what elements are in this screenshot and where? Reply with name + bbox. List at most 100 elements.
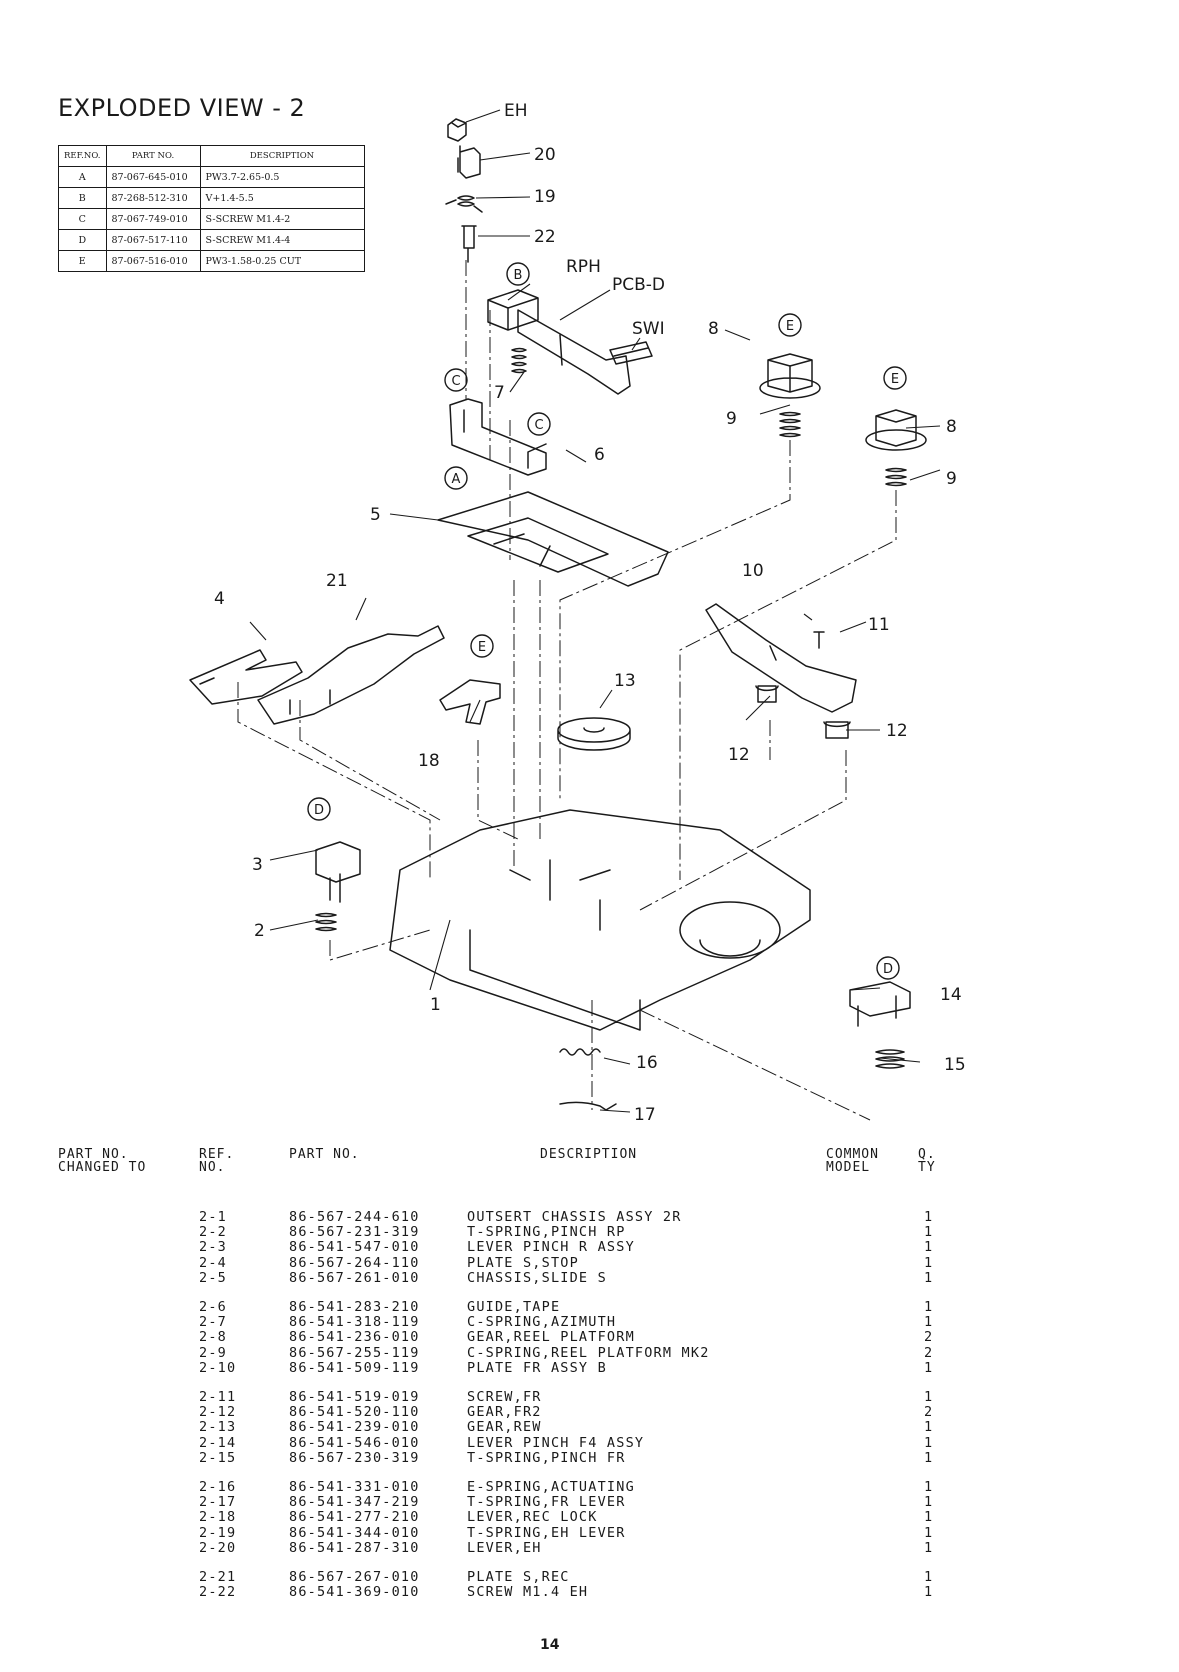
azimuth-spring-part (511, 347, 527, 374)
actuating-spring-part (559, 1048, 601, 1056)
description-cell: T-SPRING,PINCH FR (467, 1449, 626, 1466)
part-no-cell: 86-541-520-110 (289, 1404, 420, 1421)
callout-8-right: 8 (946, 417, 957, 437)
part-no-cell: 86-541-519-019 (289, 1389, 420, 1405)
lever-eh-part (457, 145, 481, 179)
quantity-cell: 1 (924, 1254, 934, 1271)
ref-no-column-header: REF. NO. (199, 1147, 235, 1175)
quantity-cell: 1 (924, 1539, 934, 1556)
quantity-cell: 1 (924, 1389, 934, 1405)
fr-gear-left-part (755, 685, 779, 703)
part-no-column-header: PART NO. (289, 1147, 360, 1162)
part-no-cell: 86-567-267-010 (289, 1569, 420, 1585)
quantity-cell: 1 (924, 1269, 934, 1286)
circled-ref-a: A (452, 472, 461, 487)
callout-12-left: 12 (728, 745, 750, 765)
callout-16: 16 (636, 1053, 658, 1073)
ref-no-cell: 2-12 (199, 1404, 237, 1421)
part-no-cell: 86-541-331-010 (289, 1479, 420, 1495)
description-cell: LEVER,REC LOCK (467, 1509, 598, 1526)
description-cell: PLATE S,REC (467, 1569, 570, 1585)
quantity-cell: 1 (924, 1479, 934, 1495)
pcb-d-part (517, 309, 631, 395)
callout-14: 14 (940, 985, 962, 1005)
description-cell: C-SPRING,AZIMUTH (467, 1314, 617, 1331)
description-column-header: DESCRIPTION (540, 1147, 638, 1162)
circled-ref-e-1: E (786, 319, 794, 334)
quantity-cell: 2 (924, 1344, 934, 1361)
ref-no-cell: 2-9 (199, 1344, 227, 1361)
reel-spring-left-part (779, 411, 801, 438)
callout-8-left: 8 (708, 319, 719, 339)
spring-eh-part (445, 195, 483, 213)
callout-19: 19 (534, 187, 556, 207)
reel-gear-left-part (759, 353, 821, 399)
ref-no-cell: 2-22 (199, 1584, 237, 1601)
callout-21: 21 (326, 571, 348, 591)
page-title: EXPLODED VIEW - 2 (58, 94, 306, 122)
pinch-spring-fr-part (875, 1049, 905, 1069)
ref-no-cell: 2-2 (199, 1224, 227, 1241)
rew-gear-part (557, 717, 631, 751)
description-cell: GEAR,REEL PLATFORM (467, 1329, 635, 1346)
stop-plate-part (189, 649, 303, 705)
callout-15: 15 (944, 1055, 966, 1075)
description-cell: GEAR,FR2 (467, 1404, 542, 1421)
part-no-cell: 86-541-547-010 (289, 1239, 420, 1256)
description-cell: GUIDE,TAPE (467, 1299, 561, 1315)
callout-2: 2 (254, 921, 265, 941)
part-no-cell: 86-541-509-119 (289, 1359, 420, 1376)
quantity-cell: 1 (924, 1239, 934, 1256)
sw1-connector-part (609, 341, 653, 365)
ref-no-cell: 2-8 (199, 1329, 227, 1346)
callout-20: 20 (534, 145, 556, 165)
quantity-cell: 1 (924, 1569, 934, 1585)
ref-no-cell: 2-5 (199, 1269, 227, 1286)
fr-screw-part (813, 631, 825, 649)
circled-ref-e-3: E (478, 640, 486, 655)
callout-22: 22 (534, 227, 556, 247)
ref-no-cell: 2-1 (199, 1209, 227, 1225)
callout-11: 11 (868, 615, 890, 635)
description-cell: CHASSIS,SLIDE S (467, 1269, 607, 1286)
ref-no-cell: 2-18 (199, 1509, 237, 1526)
description-cell: PLATE FR ASSY B (467, 1359, 607, 1376)
quantity-cell: 1 (924, 1224, 934, 1241)
fr-gear-right-part (823, 721, 851, 739)
part-no-cell: 86-567-264-110 (289, 1254, 420, 1271)
reference-table-header: REF.NO. PART NO. DESCRIPTION (58, 145, 365, 167)
rec-lock-lever-part (439, 679, 501, 725)
description-cell: LEVER,EH (467, 1539, 542, 1556)
quantity-cell: 1 (924, 1209, 934, 1225)
callout-rph: RPH (566, 257, 601, 277)
ref-no-cell: 2-14 (199, 1434, 237, 1451)
callout-6: 6 (594, 445, 605, 465)
description-cell: GEAR,REW (467, 1419, 542, 1436)
screw-eh-part (461, 225, 477, 263)
part-no-cell: 86-567-230-319 (289, 1449, 420, 1466)
part-no-cell: 86-541-344-010 (289, 1524, 420, 1541)
callout-pcb-d: PCB-D (612, 275, 665, 295)
callout-sw1: SWI (632, 319, 665, 339)
callout-5: 5 (370, 505, 381, 525)
quantity-cell: 2 (924, 1329, 934, 1346)
rph-head-part (487, 289, 539, 331)
ref-no-cell: 2-17 (199, 1494, 237, 1511)
callout-18: 18 (418, 751, 440, 771)
part-no-changed-to-header: PART NO. CHANGED TO (58, 1147, 147, 1175)
part-no-cell: 86-541-283-210 (289, 1299, 420, 1315)
quantity-cell: 1 (924, 1434, 934, 1451)
pinch-lever-r-part (315, 841, 361, 903)
qty-column-header: Q. TY (918, 1147, 936, 1175)
ref-no-cell: 2-7 (199, 1314, 227, 1331)
ref-no-cell: 2-19 (199, 1524, 237, 1541)
part-no-cell: 87-067-516-010 (105, 250, 201, 272)
reel-gear-right-part (865, 409, 927, 451)
callout-13: 13 (614, 671, 636, 691)
quantity-cell: 1 (924, 1359, 934, 1376)
slide-chassis-part (437, 491, 669, 587)
quantity-cell: 1 (924, 1584, 934, 1601)
reel-spring-right-part (885, 467, 907, 487)
